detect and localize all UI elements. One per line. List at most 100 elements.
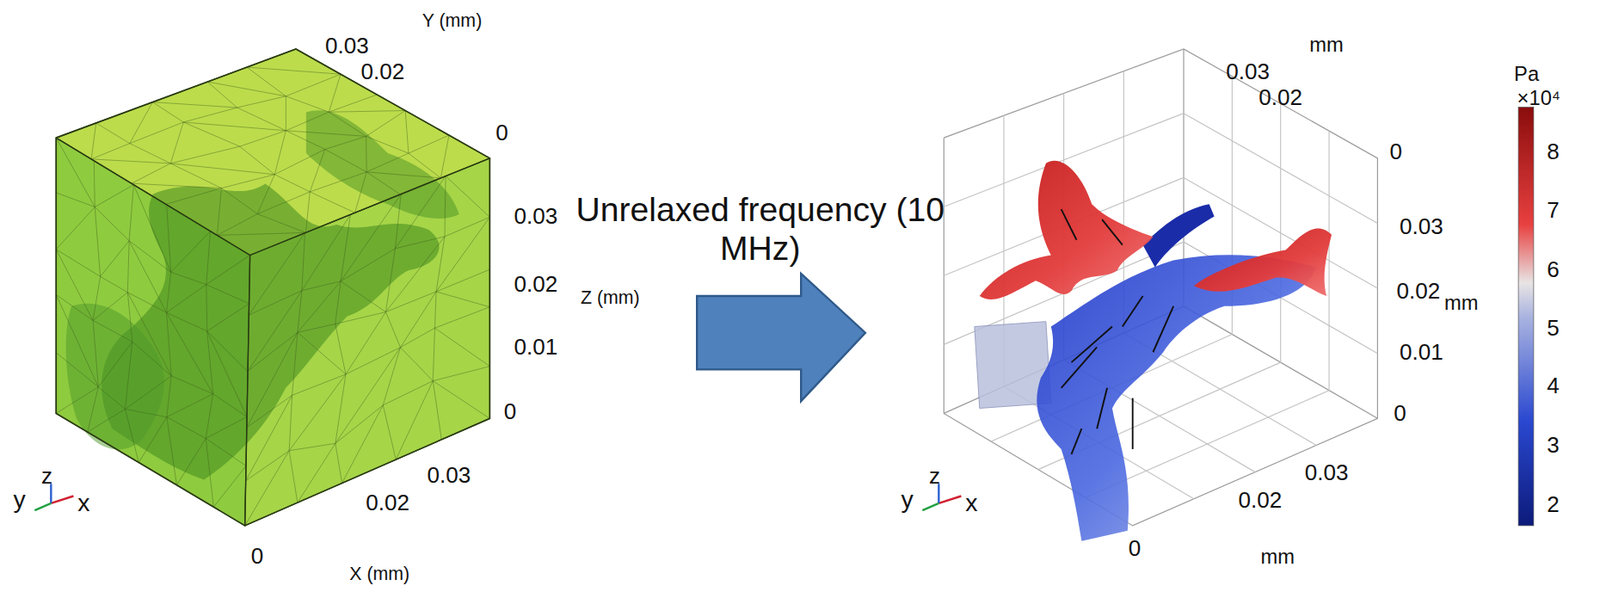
mesh-line <box>55 352 99 388</box>
tick-label: 4 <box>1546 372 1560 399</box>
mesh-line <box>205 284 208 332</box>
tick-label: 0.02 <box>1258 84 1303 111</box>
mesh-line <box>129 102 154 144</box>
mesh-line <box>297 281 341 333</box>
mesh-line <box>340 281 386 313</box>
mesh-line <box>55 137 95 207</box>
mesh-line <box>183 107 237 123</box>
block-arrow <box>696 273 866 401</box>
mesh-line <box>285 111 329 131</box>
arrow-caption: Unrelaxed frequency (10 MHz) <box>575 190 946 268</box>
tick-label: 0.02 <box>1396 277 1440 304</box>
mesh-line <box>436 269 490 292</box>
mesh-line <box>216 232 306 235</box>
mesh-line <box>335 347 401 444</box>
mesh-line <box>127 240 130 293</box>
mesh-line <box>366 135 409 154</box>
mesh-line <box>246 450 290 481</box>
mesh-line <box>285 73 341 97</box>
isosurface <box>1143 203 1215 268</box>
mesh-line <box>92 320 133 342</box>
mesh-line <box>166 417 178 486</box>
mesh-line <box>216 188 222 236</box>
mesh-line <box>100 276 129 292</box>
mesh-line <box>432 366 490 382</box>
mesh-line <box>171 375 213 394</box>
mesh-line <box>342 405 384 484</box>
mesh-line <box>355 172 368 213</box>
mesh-line <box>285 96 287 131</box>
mesh-line <box>170 146 240 164</box>
tick-label: 0.03 <box>1399 213 1444 240</box>
mesh-line <box>434 291 437 328</box>
mesh-line <box>340 248 395 282</box>
mesh-line <box>205 393 213 439</box>
velocity-arrow <box>1096 387 1108 429</box>
mesh-line <box>328 110 406 113</box>
mesh-line <box>285 96 329 112</box>
mesh-line <box>246 394 293 428</box>
tick-label: 0.02 <box>365 489 410 516</box>
triad-y <box>922 503 939 511</box>
mesh-line <box>246 332 298 428</box>
mesh-line <box>100 240 130 277</box>
mesh-line <box>328 73 341 112</box>
mesh-line <box>328 94 377 112</box>
mesh-line <box>436 236 445 292</box>
mesh-line <box>445 176 490 218</box>
mesh-line <box>91 123 97 160</box>
velocity-arrow <box>1061 209 1077 240</box>
mesh-line <box>166 204 172 272</box>
mesh-line <box>237 96 287 108</box>
mesh-line <box>213 393 247 418</box>
mesh-line <box>166 271 172 313</box>
tick-label: 0 <box>495 119 509 146</box>
tick-label: 0 <box>251 542 265 569</box>
mesh-line <box>55 387 99 414</box>
mesh-line <box>55 294 99 387</box>
mesh-line <box>166 375 172 418</box>
velocity-arrow <box>1061 346 1098 388</box>
mesh-line <box>289 374 346 451</box>
mesh-line <box>129 240 167 313</box>
mesh-line <box>309 172 367 192</box>
mesh-line <box>87 387 99 432</box>
mesh-line <box>274 130 286 175</box>
tick-label: 0.02 <box>360 58 405 85</box>
mesh-line <box>292 332 298 395</box>
mesh-line <box>301 214 351 290</box>
mesh-line <box>216 214 258 236</box>
triad-label: x <box>965 487 978 517</box>
mesh-line <box>94 207 100 277</box>
mesh-line <box>285 130 325 150</box>
isosurface <box>1036 254 1317 542</box>
tick-label: 2 <box>1546 491 1560 517</box>
mesh-line <box>305 191 310 233</box>
cube-edge <box>55 137 490 255</box>
mesh-line <box>133 184 171 273</box>
mesh-line <box>91 159 171 164</box>
mesh-line <box>124 341 132 409</box>
grid-line <box>1328 130 1330 391</box>
mesh-line <box>246 394 293 480</box>
mesh-line <box>131 163 171 184</box>
mesh-line <box>301 233 305 291</box>
mesh-line <box>432 327 435 381</box>
mesh-line <box>335 312 387 325</box>
mesh-line <box>221 174 275 189</box>
mesh-line <box>152 102 237 108</box>
mesh-line <box>94 184 134 208</box>
mesh-line <box>87 408 126 432</box>
mesh-line <box>394 194 401 249</box>
mesh-line <box>166 312 214 394</box>
mesh-line <box>129 122 184 144</box>
tick-label: 0.02 <box>1238 486 1283 513</box>
mesh-line <box>92 276 101 320</box>
mesh-line <box>335 374 346 444</box>
triad-label: y <box>900 485 913 514</box>
mesh-line <box>207 331 214 394</box>
tick-label: 0.03 <box>1225 58 1270 85</box>
mesh-line <box>340 194 401 282</box>
tick-label: 0.03 <box>427 461 472 488</box>
